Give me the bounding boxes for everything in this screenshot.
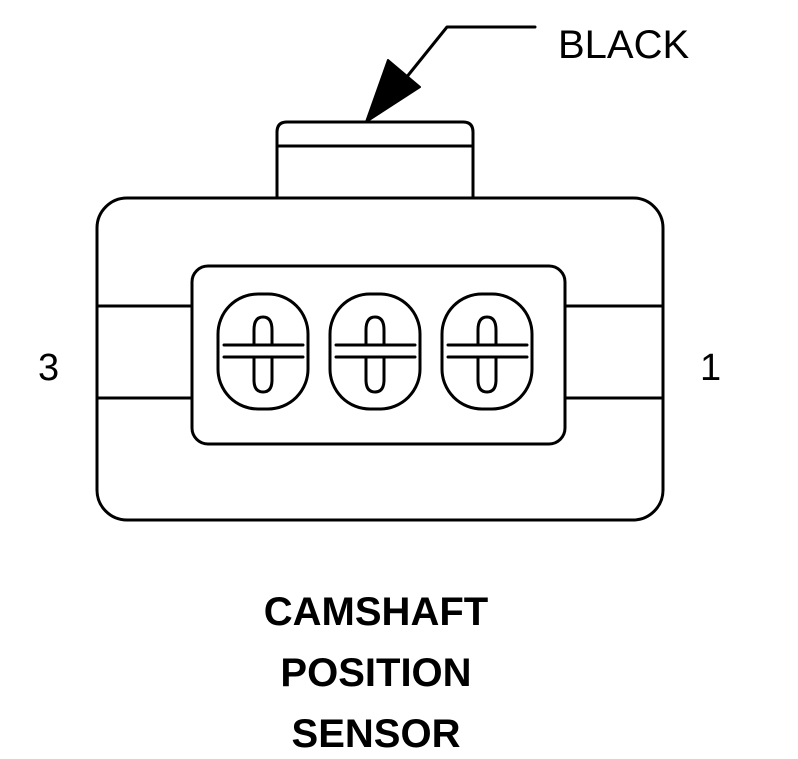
connector-side-rails bbox=[95, 304, 665, 400]
color-callout-leader bbox=[365, 25, 537, 123]
wire-color-label: BLACK bbox=[558, 23, 689, 67]
pin-number-left: 3 bbox=[38, 347, 59, 389]
callout-arrowhead bbox=[365, 59, 421, 123]
component-title: CAMSHAFT POSITION SENSOR bbox=[264, 590, 488, 756]
terminal-pin-2 bbox=[328, 292, 422, 411]
title-line-3: SENSOR bbox=[292, 712, 461, 756]
pin-number-right: 1 bbox=[700, 347, 721, 389]
title-line-2: POSITION bbox=[280, 651, 471, 695]
terminal-pin-3 bbox=[216, 292, 310, 411]
terminal-pin-1 bbox=[440, 292, 534, 411]
connector-latch-tab bbox=[275, 120, 475, 198]
title-line-1: CAMSHAFT bbox=[264, 590, 488, 634]
